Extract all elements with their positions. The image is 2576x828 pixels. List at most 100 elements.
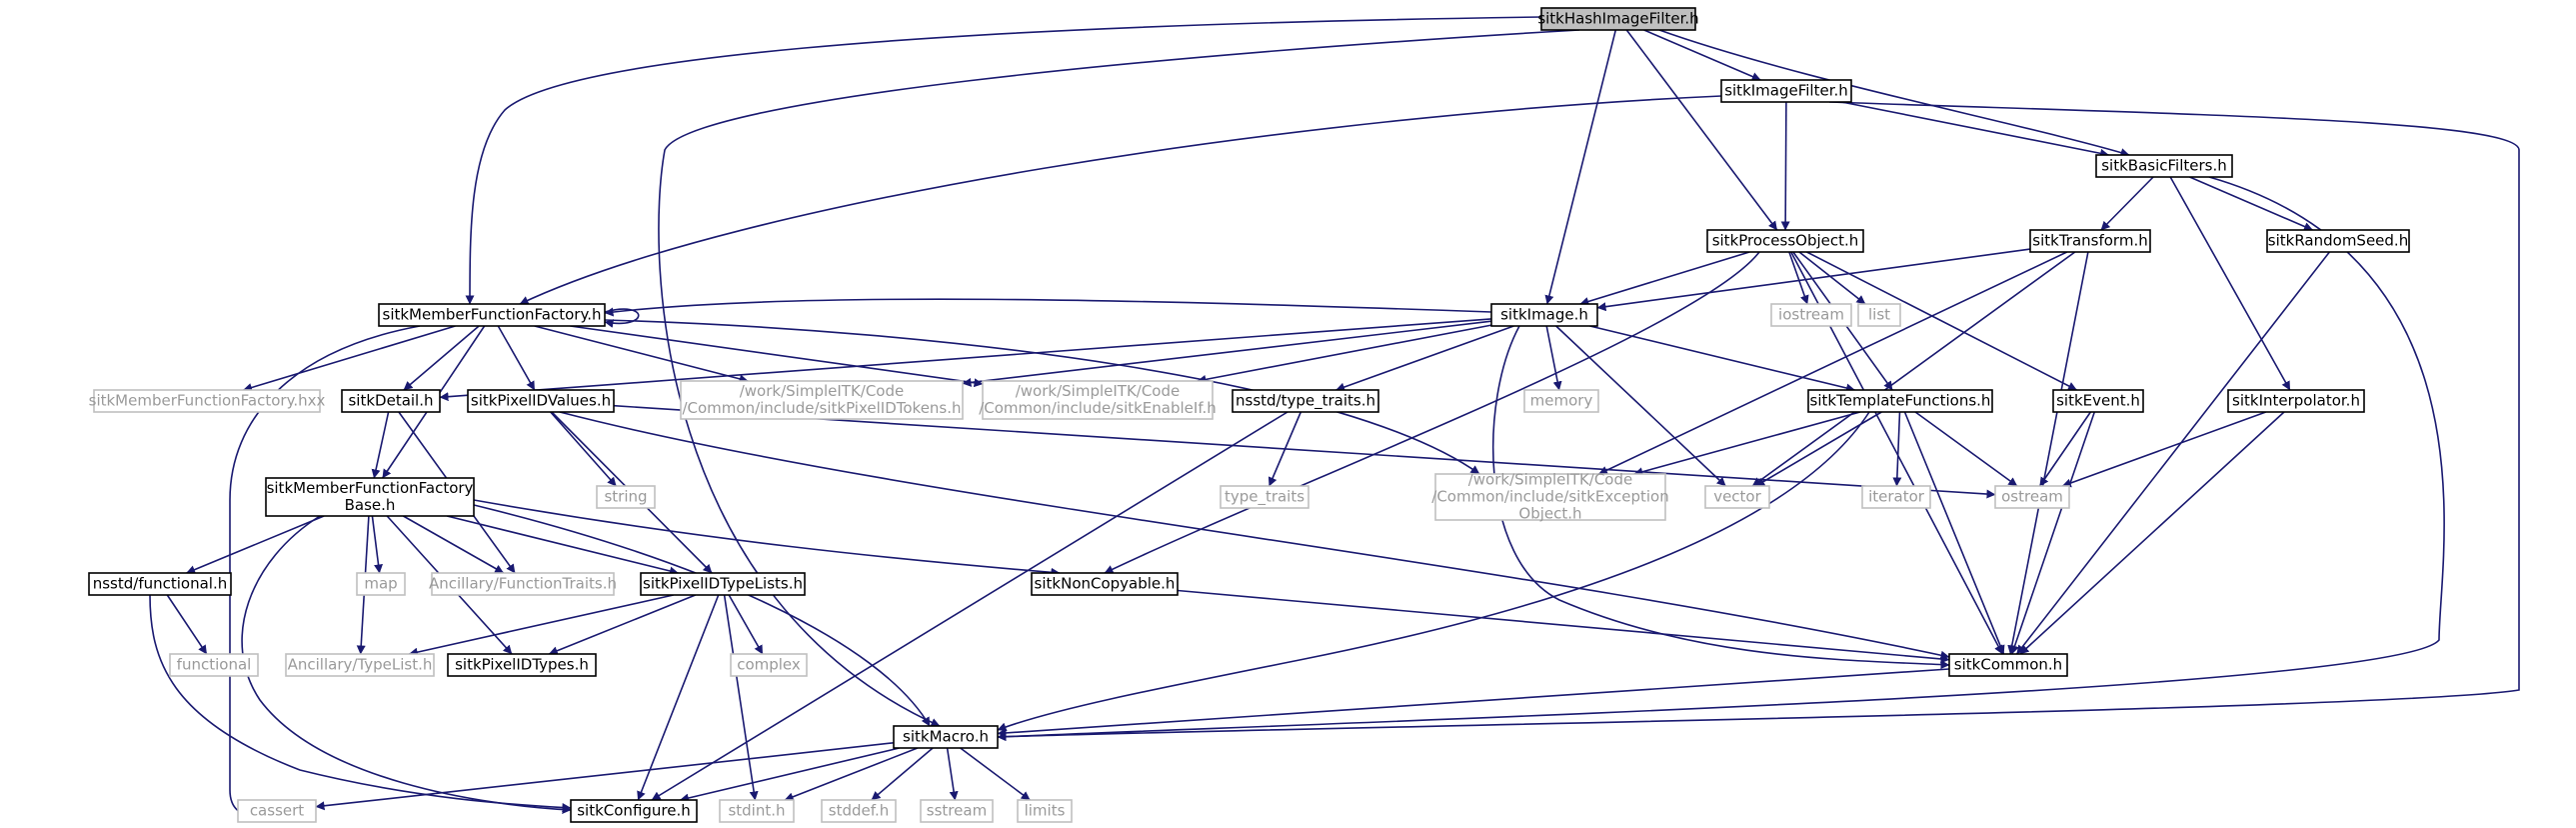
node-pixelidtypelists[interactable]: sitkPixelIDTypeLists.h <box>640 572 806 596</box>
edge-pixelidvalues-to-common <box>559 411 1950 660</box>
edge-line <box>243 325 456 392</box>
edge-line <box>604 319 1480 475</box>
edge-macro-to-stddef <box>871 747 934 801</box>
node-box <box>88 572 232 596</box>
edge-pixelidtypelists-to-typelist <box>408 594 674 657</box>
node-configure[interactable]: sitkConfigure.h <box>570 799 698 823</box>
node-hash[interactable]: sitkHashImageFilter.h <box>1537 7 1699 31</box>
edge-common-to-macro <box>997 668 1950 738</box>
edge-detail-to-mffbase <box>371 411 390 479</box>
node-noncopyable[interactable]: sitkNonCopyable.h <box>1031 572 1179 596</box>
edge-line <box>559 411 1950 660</box>
edge-line <box>186 515 325 574</box>
node-iostream: iostream <box>1770 303 1852 327</box>
node-interpolator[interactable]: sitkInterpolator.h <box>2227 389 2365 413</box>
node-typelist: Ancillary/TypeList.h <box>285 653 435 677</box>
edge-image-to-templatefunctions <box>1589 325 1855 393</box>
node-image[interactable]: sitkImage.h <box>1490 303 1598 327</box>
edge-macro-to-cassert <box>315 742 895 811</box>
node-label: Base.h <box>345 496 396 514</box>
node-box <box>378 303 606 327</box>
node-nsstdfunc[interactable]: nsstd/functional.h <box>88 572 232 596</box>
edge-line <box>2169 176 2291 391</box>
node-label: complex <box>737 656 801 674</box>
edge-templatefunctions-to-exceptionobject <box>1633 411 1861 477</box>
edge-mff-to-cassert <box>229 325 421 816</box>
edge-processobject-to-iostream <box>1788 251 1809 305</box>
node-label: /Common/include/sitkException <box>1431 488 1668 506</box>
edge-hash-to-macro <box>658 29 1580 727</box>
node-box <box>893 725 999 749</box>
node-box <box>1523 389 1599 413</box>
node-macro[interactable]: sitkMacro.h <box>893 725 999 749</box>
node-box <box>431 572 615 596</box>
node-box <box>1994 485 2070 509</box>
edge-macro-to-configure <box>679 747 900 803</box>
node-box <box>1704 485 1770 509</box>
edge-line <box>960 747 1031 801</box>
edge-line <box>946 747 959 801</box>
node-label: sitkBasicFilters.h <box>2101 157 2227 175</box>
node-basicfilters[interactable]: sitkBasicFilters.h <box>2095 154 2233 178</box>
node-box <box>680 380 964 420</box>
node-label: sitkRandomSeed.h <box>2268 232 2408 250</box>
node-pixelidvalues[interactable]: sitkPixelIDValues.h <box>467 389 615 413</box>
node-imagefilter[interactable]: sitkImageFilter.h <box>1720 79 1852 103</box>
edge-pixelidvalues-to-string <box>550 411 617 487</box>
edge-line <box>679 747 900 803</box>
node-processobject[interactable]: sitkProcessObject.h <box>1706 229 1864 253</box>
edge-line <box>1788 251 1809 305</box>
edge-line <box>2100 176 2154 231</box>
edge-line <box>1197 324 1492 384</box>
node-randomseed[interactable]: sitkRandomSeed.h <box>2266 229 2410 253</box>
edge-line <box>534 325 749 384</box>
edge-line <box>2015 251 2331 655</box>
node-common[interactable]: sitkCommon.h <box>1948 653 2068 677</box>
node-templatefunctions[interactable]: sitkTemplateFunctions.h <box>1807 389 1993 413</box>
edge-transform-to-vector <box>1751 251 2076 487</box>
edge-mffbase-to-map <box>371 515 383 574</box>
node-detail[interactable]: sitkDetail.h <box>341 389 441 413</box>
edge-line <box>997 176 2445 742</box>
edge-line <box>371 411 390 479</box>
edge-hash-to-mff <box>465 16 1542 305</box>
edge-line <box>1780 101 1790 231</box>
edge-line <box>1841 101 2110 158</box>
edge-imagefilter-to-macro <box>997 101 2520 742</box>
node-label: sstream <box>927 802 987 820</box>
node-nsstdtt[interactable]: nsstd/type_traits.h <box>1232 389 1379 413</box>
edge-processobject-to-image <box>1579 251 1750 306</box>
edge-line <box>1104 251 1760 574</box>
node-label: functional <box>177 656 252 674</box>
node-layer: sitkHashImageFilter.h sitkImageFilter.h si… <box>88 7 2410 823</box>
node-transform[interactable]: sitkTransform.h <box>2029 229 2151 253</box>
node-box <box>1861 485 1931 509</box>
edge-templatefunctions-to-ostream <box>1914 411 2018 487</box>
edge-noncopyable-to-common <box>1177 589 1950 664</box>
edge-line <box>1545 325 1562 391</box>
edge-transform-to-image <box>1596 248 2031 312</box>
node-event[interactable]: sitkEvent.h <box>2052 389 2144 413</box>
node-mff[interactable]: sitkMemberFunctionFactory.h <box>378 303 606 327</box>
node-vector: vector <box>1704 485 1770 509</box>
node-typetraits: type_traits <box>1220 485 1309 509</box>
edge-mff-to-mffhxx <box>243 325 456 392</box>
edge-line <box>403 325 480 391</box>
node-box <box>2266 229 2410 253</box>
edge-nsstdtt-to-typetraits <box>1268 411 1302 487</box>
edge-image-to-vector <box>1555 325 1726 487</box>
edge-hash-to-image <box>1544 29 1617 305</box>
node-memory: memory <box>1523 389 1599 413</box>
edge-line <box>149 594 572 812</box>
node-label: ostream <box>2001 488 2063 506</box>
node-pixelidtokens: /work/SimpleITK/Code/Common/include/sitk… <box>680 380 964 420</box>
edge-processobject-to-event <box>1806 251 2077 391</box>
edge-line <box>723 594 759 801</box>
node-box <box>1540 7 1696 31</box>
edge-line <box>465 16 1542 305</box>
edge-line <box>1335 325 1514 392</box>
node-pixelidtypes[interactable]: sitkPixelIDTypes.h <box>447 653 597 677</box>
node-box <box>719 799 795 823</box>
node-box <box>2095 154 2233 178</box>
